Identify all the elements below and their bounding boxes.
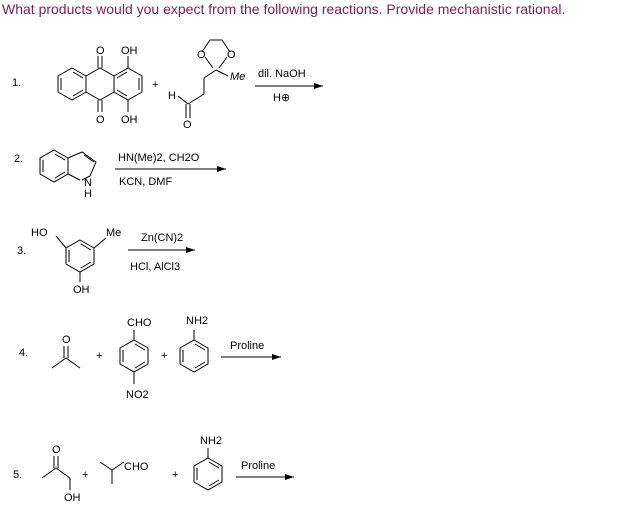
- reaction-3-number: 3.: [17, 245, 26, 257]
- reaction-5-ketone-o: O: [52, 444, 61, 456]
- reaction-4-nitrobenzaldehyde-structure: [119, 330, 149, 384]
- reaction-5-plus-2: +: [172, 469, 178, 481]
- reaction-3-phenol-structure: [55, 235, 107, 282]
- reaction-4: 4. O + CHO NO2 + NH2 Proline: [19, 315, 281, 401]
- reaction-1-methyl: Me: [230, 71, 245, 83]
- reaction-3-reagent-below: HCl, AlCl3: [130, 261, 180, 273]
- reaction-2: 2. N H HN(Me)2, CH2O KCN, DMF: [14, 149, 226, 200]
- reaction-3-methyl: Me: [106, 227, 121, 239]
- reaction-5-plus-1: +: [82, 469, 88, 481]
- reaction-3-hydroxy-left: HO: [31, 227, 48, 239]
- reaction-4-aniline-structure: [179, 330, 209, 373]
- reaction-4-number: 4.: [19, 347, 28, 359]
- reaction-5-aniline-structure: [193, 448, 223, 491]
- reaction-1-ring-o1: O: [197, 49, 206, 61]
- reaction-4-plus-1: +: [96, 350, 102, 362]
- question-text: What products would you expect from the …: [2, 1, 566, 17]
- reaction-2-number: 2.: [14, 153, 23, 165]
- reaction-1-number: 1.: [12, 77, 21, 89]
- reaction-1-reagent-above: dil. NaOH: [258, 68, 306, 80]
- reaction-1-carbonyl-o-bottom: O: [96, 114, 105, 126]
- reaction-5: 5. O OH + CHO + NH2 Proline: [13, 435, 294, 504]
- reaction-4-acetone-structure: [51, 346, 81, 369]
- reaction-4-nitro: NO2: [126, 389, 149, 401]
- reaction-5-hydroxyacetone-structure: [41, 456, 71, 490]
- reaction-1-oh-top: OH: [121, 45, 138, 57]
- reaction-1-ring-o2: O: [227, 49, 236, 61]
- reaction-4-aldehyde: CHO: [127, 317, 152, 329]
- reaction-3: 3. HO Me OH Zn(CN)2 HCl, AlCl3: [17, 227, 195, 296]
- reaction-1-reactant-2-structure: [177, 39, 231, 118]
- reaction-1-reagent-below: H⊕: [273, 92, 290, 104]
- reaction-5-reagent-above: Proline: [241, 460, 275, 472]
- reaction-1-carbonyl-o-top: O: [96, 45, 105, 57]
- reaction-5-aldehyde: CHO: [124, 461, 149, 473]
- reaction-2-indole-structure: [39, 149, 97, 183]
- reaction-1: 1. O O OH OH +: [12, 39, 323, 131]
- reaction-3-reagent-above: Zn(CN)2: [141, 232, 183, 244]
- reaction-2-indole-n: N: [84, 177, 92, 189]
- reaction-2-reagent-above: HN(Me)2, CH2O: [118, 152, 200, 164]
- reaction-5-isobutyraldehyde-structure: [99, 461, 125, 484]
- reaction-5-amine: NH2: [200, 435, 222, 447]
- reaction-4-reagent-above: Proline: [230, 340, 264, 352]
- reaction-5-number: 5.: [13, 469, 22, 481]
- reaction-2-indole-h: H: [84, 188, 92, 200]
- reaction-1-oh-bottom: OH: [121, 114, 138, 126]
- reaction-4-plus-2: +: [161, 350, 167, 362]
- reaction-2-reagent-below: KCN, DMF: [119, 176, 172, 188]
- reaction-5-hydroxyl: OH: [64, 492, 81, 504]
- reaction-1-aldehyde-o: O: [183, 119, 192, 131]
- reaction-4-amine: NH2: [186, 315, 208, 327]
- reaction-1-plus: +: [152, 79, 158, 91]
- reaction-3-hydroxy-bottom: OH: [73, 284, 90, 296]
- reaction-4-acetone-o: O: [62, 334, 71, 346]
- reaction-1-reactant-1-structure: [57, 56, 143, 112]
- reaction-1-aldehyde-h: H: [168, 90, 176, 102]
